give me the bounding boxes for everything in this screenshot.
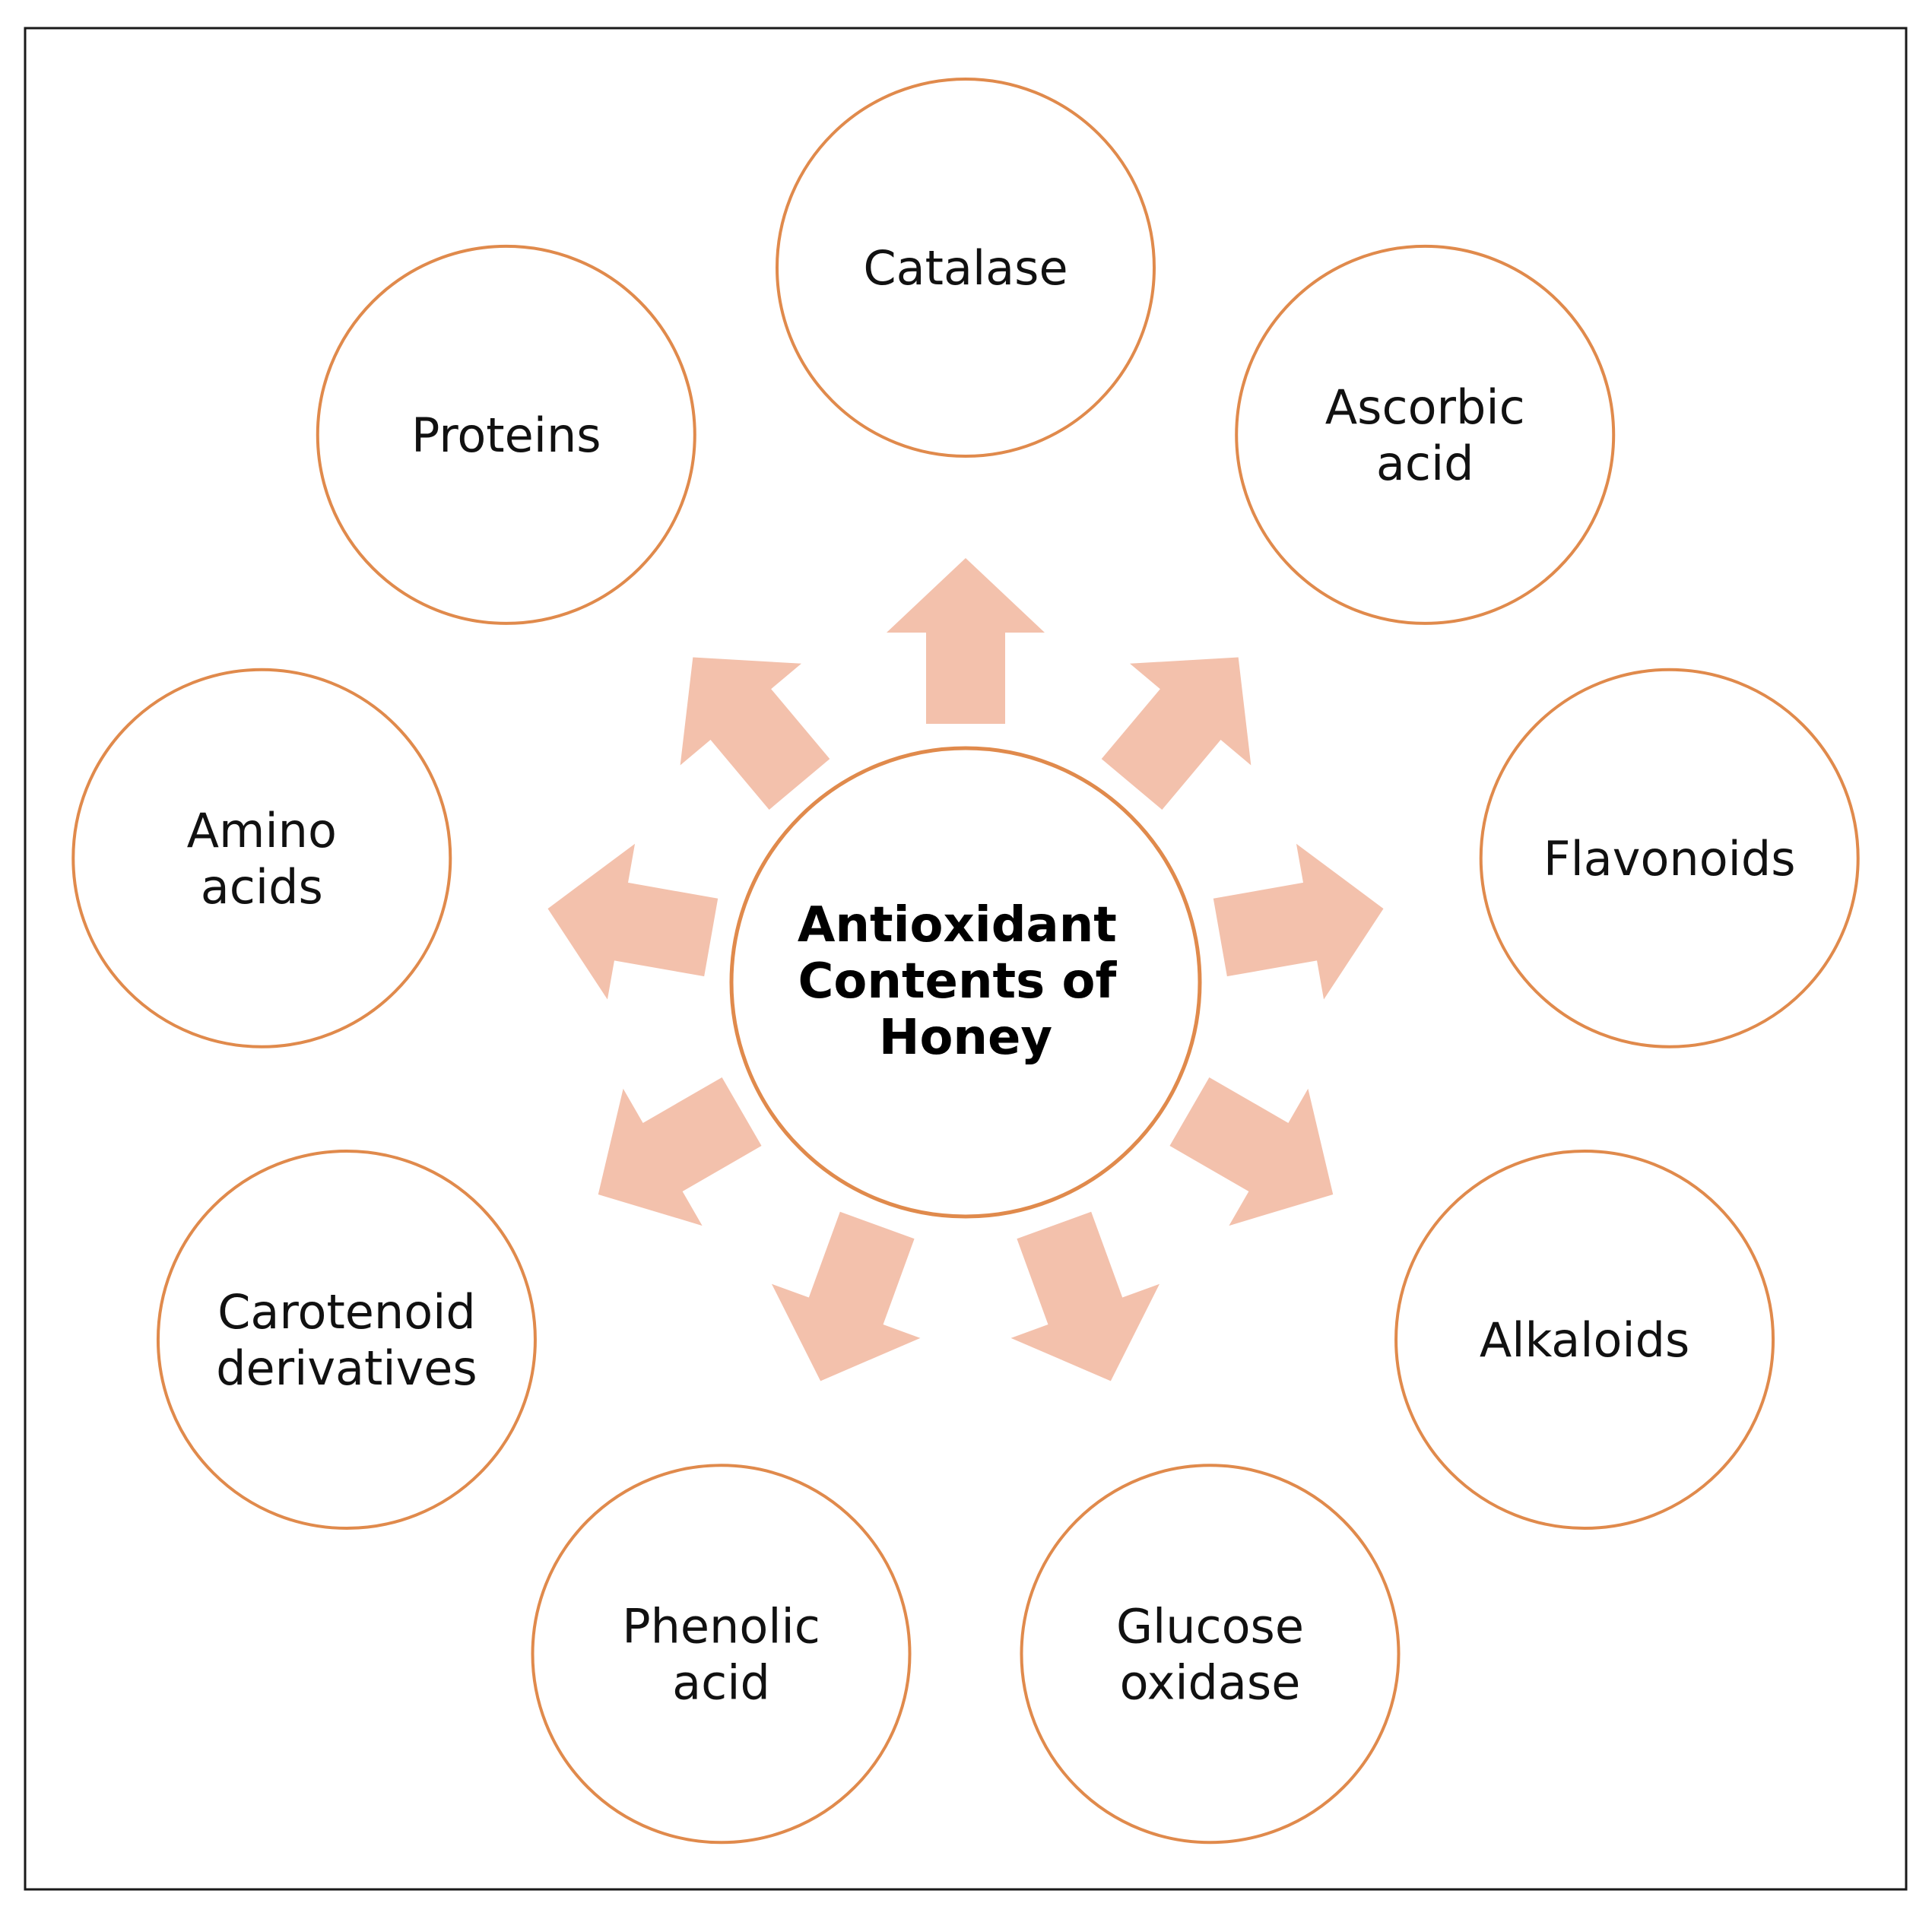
arrow-alkaloids — [1169, 1077, 1334, 1226]
arrow-phenolic-acid — [771, 1211, 921, 1381]
center-node: Antioxidant Contents of Honey — [729, 746, 1202, 1219]
center-label: Antioxidant Contents of Honey — [798, 897, 1134, 1066]
arrow-carotenoid-derivatives — [598, 1077, 762, 1226]
node-circle-proteins — [316, 244, 696, 625]
node-label-line: Alkaloids — [1480, 1312, 1690, 1368]
node-circle-catalase — [776, 78, 1156, 458]
node-alkaloids: Alkaloids — [1394, 1150, 1775, 1530]
node-label-line: acid — [1376, 436, 1474, 491]
center-circle — [729, 746, 1202, 1219]
diagram-frame — [24, 27, 1908, 1891]
node-label-line: Ascorbic — [1325, 379, 1525, 435]
node-label-alkaloids: Alkaloids — [1480, 1312, 1690, 1368]
node-label-line: derivatives — [216, 1340, 477, 1396]
node-label-line: Carotenoid — [217, 1284, 476, 1340]
arrows-group — [547, 558, 1384, 1381]
center-label-line-2: Contents of — [798, 953, 1117, 1010]
node-proteins: Proteins — [316, 244, 696, 625]
node-circle-flavonoids — [1479, 668, 1860, 1048]
node-circle-amino-acids — [71, 668, 452, 1048]
node-label-catalase: Catalase — [863, 240, 1068, 296]
node-circle-glucose-oxidase — [1020, 1464, 1401, 1845]
center-label-line-3: Honey — [879, 1010, 1052, 1066]
node-label-line: Flavonoids — [1543, 831, 1796, 887]
arrow-catalase — [887, 558, 1045, 724]
node-circle-carotenoid-derivatives — [156, 1150, 537, 1530]
node-label-line: acid — [672, 1654, 770, 1710]
node-catalase: Catalase — [776, 78, 1156, 458]
node-label-line: acids — [201, 859, 323, 915]
node-label-line: Phenolic — [622, 1598, 820, 1654]
node-circle-alkaloids — [1394, 1150, 1775, 1530]
node-label-line: Amino — [187, 803, 337, 858]
arrow-flavonoids — [1213, 843, 1384, 1000]
node-flavonoids: Flavonoids — [1479, 668, 1860, 1048]
node-circle-ascorbic-acid — [1235, 244, 1616, 625]
arrow-ascorbic-acid — [1101, 657, 1252, 810]
node-label-line: Glucose — [1116, 1598, 1304, 1654]
center-label-line-1: Antioxidant — [798, 897, 1117, 953]
node-label-line: oxidase — [1120, 1654, 1301, 1710]
node-label-proteins: Proteins — [411, 408, 601, 463]
arrow-proteins — [680, 657, 830, 810]
node-circle-phenolic-acid — [531, 1464, 912, 1845]
arrow-glucose-oxidase — [1010, 1211, 1160, 1381]
node-label-line: Catalase — [863, 240, 1068, 296]
arrow-amino-acids — [547, 843, 719, 1000]
node-label-flavonoids: Flavonoids — [1543, 831, 1796, 887]
node-label-line: Proteins — [411, 408, 601, 463]
